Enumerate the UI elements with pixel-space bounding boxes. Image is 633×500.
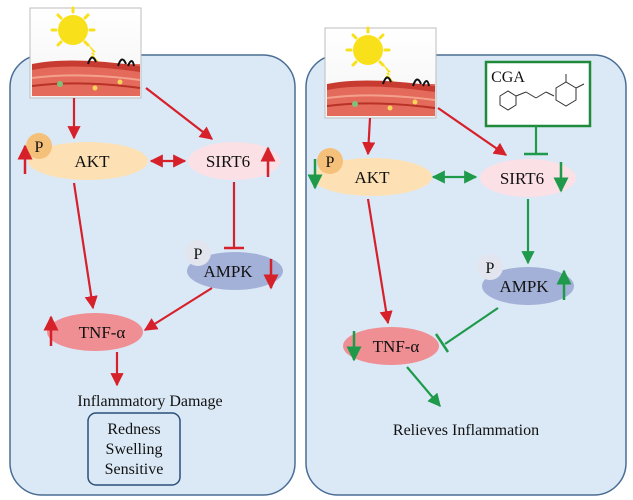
- edge-akt-tnf: [72, 182, 98, 310]
- inflammatory-damage-label: Inflammatory Damage: [77, 393, 222, 410]
- left-akt-node: P AKT: [17, 133, 148, 180]
- edge-ampk-tnf-inhibit: [444, 307, 499, 345]
- edge-uv-akt: [362, 117, 376, 156]
- symptom-sensitive: Sensitive: [105, 461, 164, 478]
- phospho-label: P: [35, 139, 44, 156]
- lightning-icon: [381, 62, 396, 84]
- symptom-swelling: Swelling: [106, 441, 163, 458]
- cga-compound-box: CGA: [484, 60, 592, 128]
- left-skin-sun-illustration: [29, 6, 142, 99]
- left-panel: P AKT SIRT6 P AMPK TNF-α: [9, 6, 296, 496]
- edge-uv-sirt6: [437, 107, 508, 156]
- sun-icon: [58, 15, 88, 45]
- phospho-label: P: [486, 260, 495, 277]
- phospho-badge: [185, 240, 211, 266]
- phospho-badge: [317, 148, 343, 174]
- right-damage-edges: [362, 107, 508, 325]
- edge-akt-tnf: [366, 198, 393, 325]
- left-pathway-edges: [67, 87, 244, 387]
- right-akt-node: P AKT: [307, 148, 432, 196]
- edge-uv-sirt6: [145, 87, 214, 140]
- cga-structure-icon: [499, 74, 585, 111]
- tnf-label: TNF-α: [373, 337, 420, 356]
- right-skin-sun-illustration: [324, 26, 437, 119]
- phospho-label: P: [326, 154, 335, 171]
- edge-ampk-tnf: [143, 287, 213, 331]
- akt-label: AKT: [355, 168, 391, 187]
- symptom-redness: Redness: [107, 421, 160, 438]
- lightning-icon: [86, 42, 101, 64]
- left-ampk-node: P AMPK: [185, 240, 283, 290]
- akt-label: AKT: [75, 152, 111, 171]
- cga-label: CGA: [491, 69, 525, 86]
- symptoms-box: Redness Swelling Sensitive: [87, 412, 181, 486]
- phospho-badge: [26, 133, 52, 159]
- right-sirt6-node: SIRT6: [480, 159, 576, 197]
- sun-icon: [353, 35, 383, 65]
- inhibit-bar: [434, 333, 450, 353]
- sirt6-label: SIRT6: [206, 152, 250, 171]
- left-sirt6-node: SIRT6: [188, 142, 280, 180]
- ampk-label: AMPK: [203, 262, 253, 281]
- right-tnf-node: TNF-α: [343, 327, 439, 365]
- tnf-label: TNF-α: [79, 323, 126, 342]
- phospho-label: P: [194, 246, 203, 263]
- ampk-label: AMPK: [499, 277, 549, 296]
- sirt6-label: SIRT6: [500, 169, 544, 188]
- left-tnf-node: TNF-α: [43, 313, 143, 351]
- edge-tnf-relief: [406, 366, 441, 408]
- phospho-badge: [477, 254, 503, 280]
- right-relief-edges: [406, 126, 548, 408]
- right-ampk-node: P AMPK: [477, 254, 574, 305]
- relieves-inflammation-label: Relieves Inflammation: [393, 422, 539, 439]
- right-panel: CGA P AKT SIRT6: [305, 26, 627, 496]
